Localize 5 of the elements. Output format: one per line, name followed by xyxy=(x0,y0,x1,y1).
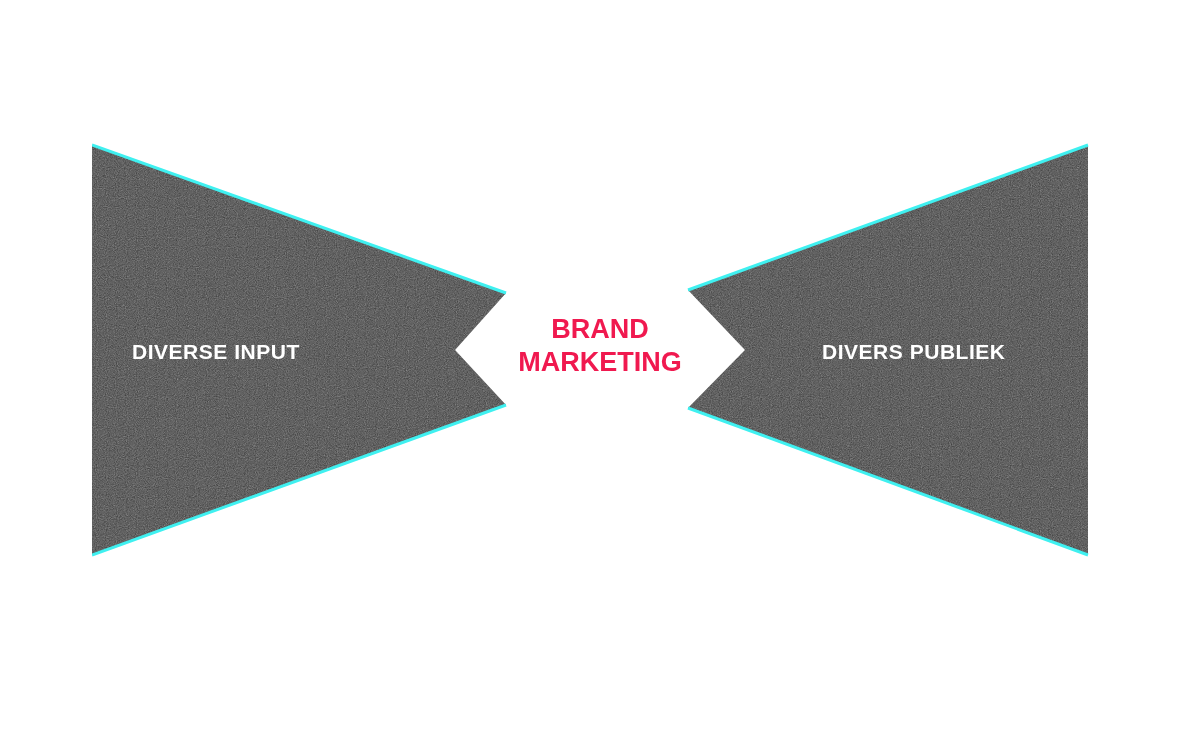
center-title: BRAND MARKETING xyxy=(517,313,683,379)
funnel-shape xyxy=(92,143,508,557)
funnel-shape xyxy=(686,143,1090,557)
funnel-label: DIVERS PUBLIEK xyxy=(822,339,1006,365)
funnel-label: DIVERSE INPUT xyxy=(132,339,300,365)
